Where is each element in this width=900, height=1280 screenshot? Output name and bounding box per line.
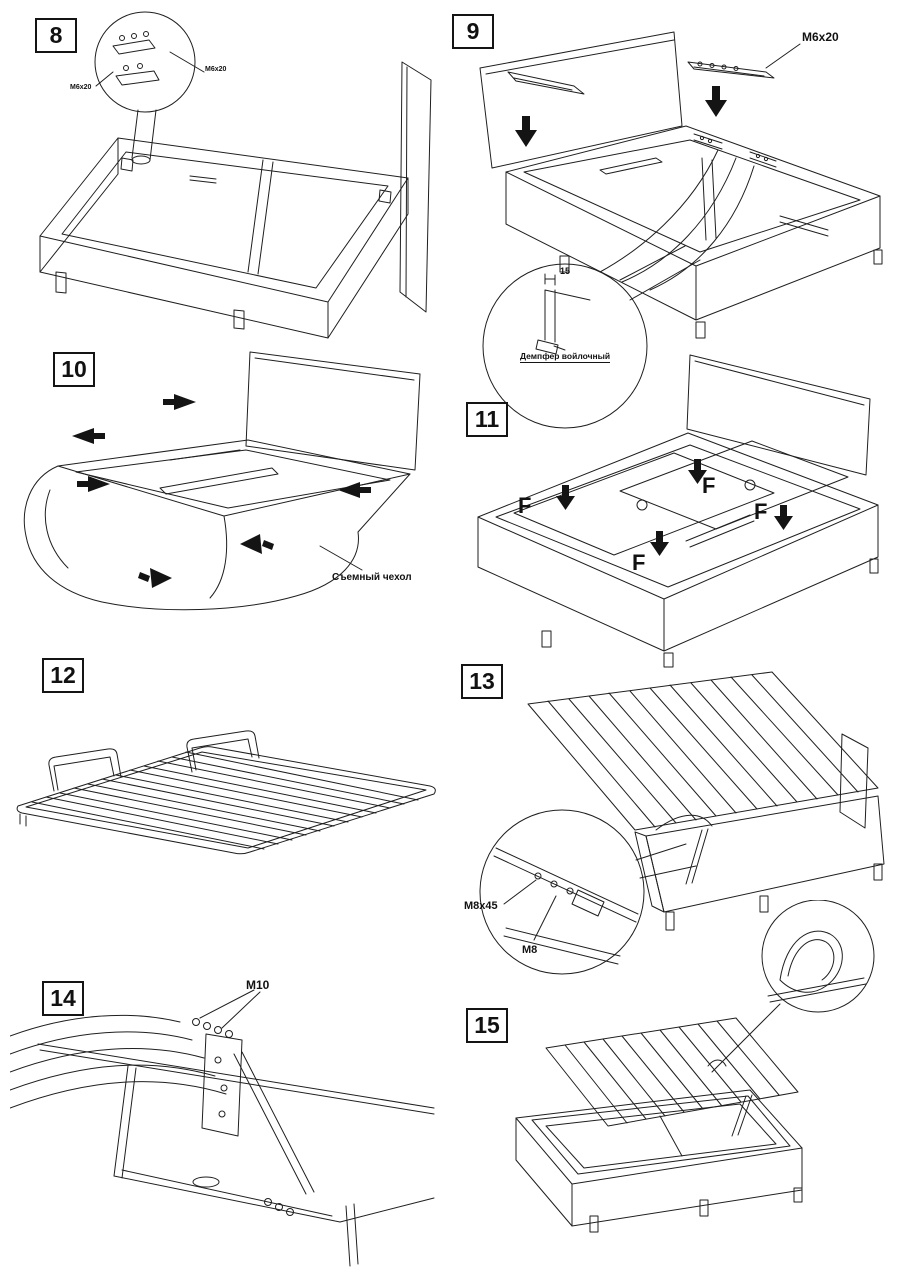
dimension-label: 15: [560, 266, 571, 276]
arrow-icon: [77, 476, 110, 492]
down-arrow-icon: [774, 505, 793, 530]
step-11-panel: 11 F F F F: [450, 345, 890, 675]
down-arrow-icon: [650, 531, 669, 556]
step-12-number: 12: [42, 658, 84, 693]
arrow-icon: [338, 482, 371, 498]
force-label: F: [754, 499, 768, 524]
force-label: F: [702, 473, 716, 498]
step-14-drawing: [10, 989, 435, 1267]
arrow-icon: [72, 428, 105, 444]
arrow-icon: [138, 568, 172, 588]
step-15-drawing: [515, 900, 875, 1233]
step-15-number: 15: [466, 1008, 508, 1043]
step-9-drawing: [479, 31, 883, 429]
step-15-panel: 15: [450, 900, 890, 1280]
down-arrow-icon: [556, 485, 575, 510]
step-8-panel: 8 M6x20 M6x20: [10, 10, 440, 340]
step-11-number: 11: [466, 402, 508, 437]
force-label: F: [632, 550, 646, 575]
step-10-drawing: [23, 351, 421, 611]
felt-damper-label: Демпфер войлочный: [520, 351, 611, 363]
step-8-drawing: [39, 11, 432, 339]
bolt-size-label: M6x20: [802, 30, 839, 44]
step-13-panel: 13 M8x45 M8: [450, 660, 890, 980]
step-12-drawing: [16, 730, 436, 855]
arrow-icon: [163, 394, 196, 410]
step-13-number: 13: [461, 664, 503, 699]
down-arrow-icon: [705, 86, 727, 117]
step-9-panel: 9 M6x20 15 Демпфер войлочный: [450, 10, 890, 430]
bolt-size-label: M8x45: [464, 900, 498, 912]
step-14-number: 14: [42, 981, 84, 1016]
down-arrow-icon: [515, 116, 537, 147]
step-10-panel: 10 Съемный чехол: [10, 340, 440, 620]
bolt-size-label: M8: [522, 944, 538, 956]
step-9-number: 9: [452, 14, 494, 49]
removable-cover-label: Съемный чехол: [332, 572, 412, 583]
down-arrow-icon: [688, 459, 707, 484]
arrow-icon: [240, 534, 274, 554]
step-14-panel: 14 M10: [10, 970, 440, 1270]
bolt-size-label: M10: [246, 978, 270, 992]
step-11-drawing: [477, 354, 879, 668]
step-12-panel: 12: [10, 650, 440, 880]
step-13-drawing: [479, 671, 885, 975]
bolt-size-label: M6x20: [70, 84, 92, 91]
step-10-number: 10: [53, 352, 95, 387]
force-label: F: [518, 493, 532, 518]
bolt-size-label: M6x20: [205, 66, 227, 73]
step-8-number: 8: [35, 18, 77, 53]
